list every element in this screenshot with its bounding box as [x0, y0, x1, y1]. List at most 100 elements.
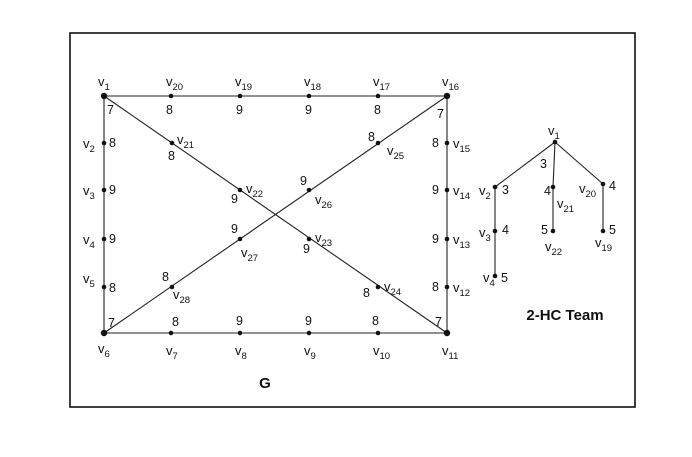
graph-vertex-weight-v3: 9 — [109, 183, 116, 197]
graph-vertex-weight-v2: 8 — [109, 136, 116, 150]
team-vertex-v1 — [552, 139, 558, 145]
graph-vertex-v10 — [375, 330, 381, 336]
graph-vertex-weight-v24: 8 — [363, 286, 370, 300]
graph-vertex-label-v6: v6 — [98, 341, 110, 360]
graph-vertex-v20 — [168, 93, 174, 99]
graph-vertex-v7 — [168, 330, 174, 336]
graph-edge-v6-v16 — [103, 95, 448, 334]
graph-vertex-v8 — [237, 330, 243, 336]
graph-vertex-label-v13: v13 — [453, 232, 470, 251]
edge-layer — [103, 95, 604, 334]
graph-vertex-weight-v4: 9 — [109, 232, 116, 246]
graph-vertex-label-v19: v19 — [235, 74, 252, 93]
graph-vertex-weight-v11: 7 — [435, 315, 442, 329]
graph-vertex-label-v14: v14 — [453, 183, 470, 202]
graph-vertex-weight-v13: 9 — [432, 232, 439, 246]
graph-vertex-label-v24: v24 — [384, 279, 401, 298]
graph-vertex-v12 — [444, 284, 450, 290]
graph-caption: G — [259, 375, 271, 392]
graph-vertex-label-v2: v2 — [83, 136, 95, 155]
team-vertex-label-v3: v3 — [479, 225, 491, 244]
graph-vertex-weight-v8: 9 — [236, 314, 243, 328]
team-vertex-weight-v22: 5 — [541, 223, 548, 237]
graph-vertex-weight-v15: 8 — [432, 136, 439, 150]
graph-vertex-v24 — [375, 284, 381, 290]
graph-vertex-v1 — [100, 92, 108, 100]
team-vertex-v21 — [550, 184, 556, 190]
team-vertex-v19 — [600, 228, 606, 234]
graph-vertex-v4 — [101, 236, 107, 242]
team-vertex-weight-v4: 5 — [501, 271, 508, 285]
graph-vertex-v18 — [306, 93, 312, 99]
graph-vertex-weight-v19: 9 — [236, 103, 243, 117]
team-vertex-v2 — [492, 184, 498, 190]
graph-vertex-v13 — [444, 236, 450, 242]
graph-vertex-label-v28: v28 — [173, 287, 190, 306]
graph-vertex-weight-v16: 7 — [437, 107, 444, 121]
graph-vertex-label-v1: v1 — [98, 74, 110, 93]
graph-vertex-v6 — [100, 329, 108, 337]
graph-vertex-v25 — [375, 140, 381, 146]
graph-vertex-weight-v23: 9 — [303, 242, 310, 256]
graph-vertex-v9 — [306, 330, 312, 336]
graph-vertex-label-v21: v21 — [177, 132, 194, 151]
team-vertex-label-v1: v1 — [548, 123, 560, 142]
team-root-edge-label: 3 — [540, 157, 547, 171]
graph-vertex-weight-v12: 8 — [432, 280, 439, 294]
team-vertex-label-v2: v2 — [479, 183, 491, 202]
graph-vertex-v22 — [237, 187, 243, 193]
graph-vertex-label-v10: v10 — [373, 343, 390, 362]
graph-vertex-label-v7: v7 — [166, 343, 178, 362]
graph-vertex-label-v15: v15 — [453, 136, 470, 155]
graph-vertex-label-v9: v9 — [304, 343, 316, 362]
graph-vertex-v21 — [169, 140, 175, 146]
graph-vertex-label-v8: v8 — [235, 343, 247, 362]
graph-vertex-weight-v28: 8 — [162, 270, 169, 284]
graph-vertex-weight-v10: 8 — [372, 314, 379, 328]
graph-vertex-weight-v6: 7 — [108, 316, 115, 330]
graph-vertex-v17 — [375, 93, 381, 99]
graph-vertex-label-v22: v22 — [246, 181, 263, 200]
team-vertex-v22 — [550, 228, 556, 234]
team-vertex-weight-v19: 5 — [609, 223, 616, 237]
graph-vertex-weight-v9: 9 — [305, 314, 312, 328]
team-vertex-v4 — [492, 273, 498, 279]
graph-vertex-label-v3: v3 — [83, 183, 95, 202]
team-vertex-v20 — [600, 181, 606, 187]
team-edge-v1-v21 — [552, 141, 556, 188]
graph-vertex-weight-v21: 8 — [168, 149, 175, 163]
graph-vertex-label-v11: v11 — [442, 343, 458, 362]
graph-vertex-weight-v17: 8 — [374, 103, 381, 117]
graph-vertex-label-v20: v20 — [166, 74, 183, 93]
team-vertex-label-v21: v21 — [557, 196, 574, 215]
graph-vertex-weight-v27: 9 — [231, 222, 238, 236]
graph-vertex-weight-v5: 8 — [109, 281, 116, 295]
team-vertex-label-v19: v19 — [595, 235, 612, 254]
team-vertex-weight-v3: 4 — [502, 223, 509, 237]
team-vertex-weight-v20: 4 — [609, 179, 616, 193]
team-vertex-v3 — [492, 228, 498, 234]
graph-vertex-v27 — [237, 236, 243, 242]
graph-vertex-v3 — [101, 187, 107, 193]
graph-vertex-v2 — [101, 140, 107, 146]
graph-vertex-weight-v26: 9 — [300, 174, 307, 188]
team-vertex-label-v22: v22 — [545, 239, 562, 258]
graph-vertex-weight-v1: 7 — [107, 103, 114, 117]
graph-vertex-label-v17: v17 — [373, 74, 390, 93]
team-vertex-weight-v21: 4 — [544, 184, 551, 198]
team-vertex-label-v4: v4 — [483, 270, 495, 289]
team-vertex-label-v20: v20 — [579, 181, 596, 200]
graph-vertex-weight-v25: 8 — [368, 130, 375, 144]
graph-vertex-v14 — [444, 187, 450, 193]
graph-vertex-label-v25: v25 — [387, 143, 404, 162]
graph-vertex-label-v27: v27 — [241, 245, 258, 264]
team-edge-v1-v2 — [494, 141, 556, 188]
vertex-layer — [100, 92, 606, 337]
graph-vertex-label-v16: v16 — [442, 74, 459, 93]
graph-vertex-label-v12: v12 — [453, 280, 470, 299]
graph-vertex-weight-v20: 8 — [166, 103, 173, 117]
graph-vertex-label-v5: v5 — [83, 271, 95, 290]
diagram-frame — [69, 32, 636, 408]
